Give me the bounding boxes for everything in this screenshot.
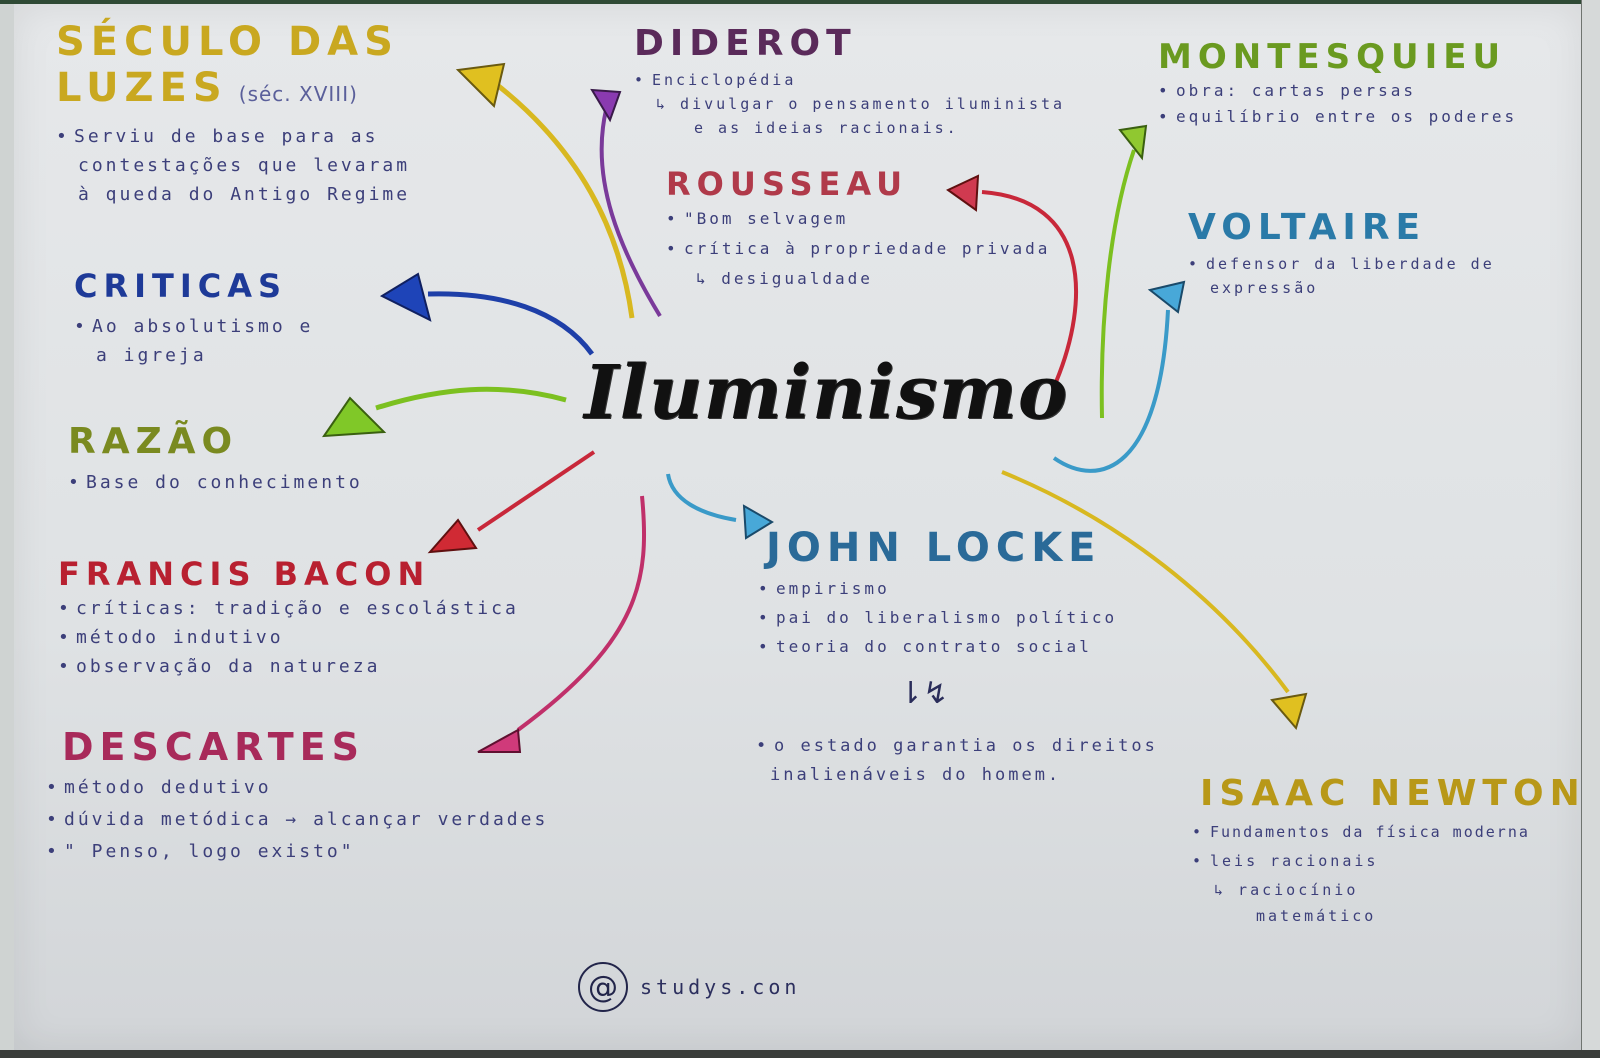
arrow-descartes [477, 495, 647, 753]
list-item: ↳ desigualdade [696, 269, 873, 288]
list-item: •método dedutivo [46, 777, 272, 798]
list-item: •Fundamentos da física moderna [1192, 823, 1530, 841]
list-item: •teoria do contrato social [758, 637, 1092, 656]
list-item: •"Bom selvagem [666, 209, 849, 228]
arrow-voltaire [1052, 280, 1186, 473]
node-razao: RAZÃO •Base do conhecimento [68, 424, 363, 497]
node-title: RAZÃO [68, 421, 239, 462]
node-title: ISAAC NEWTON [1200, 773, 1586, 814]
locke-conclusion: •o estado garantia os direitos inalienáv… [756, 732, 1158, 790]
list-item: •Base do conhecimento [68, 472, 363, 493]
arrow-newton [1001, 470, 1308, 731]
node-isaac-newton: ISAAC NEWTON •Fundamentos da física mode… [1192, 773, 1586, 927]
list-item: •Serviu de base para as [56, 126, 379, 147]
photo-edge-bottom [0, 1050, 1600, 1058]
photo-edge-top [0, 0, 1600, 4]
footer-credit: @ studys.con [578, 962, 800, 1012]
list-item: •leis racionais [1192, 852, 1379, 870]
list-item: ↳ raciocínio [1214, 881, 1359, 899]
node-title: CRITICAS [74, 267, 288, 305]
node-title: SÉCULO DAS [56, 19, 399, 65]
node-francis-bacon: FRANCIS BACON •críticas: tradição e esco… [58, 558, 519, 681]
node-title: FRANCIS BACON [58, 555, 431, 593]
node-descartes: DESCARTES •método dedutivo •dúvida metód… [46, 725, 548, 868]
arrow-criticas [379, 272, 595, 356]
list-item: •" Penso, logo existo" [46, 841, 355, 862]
node-title: VOLTAIRE [1188, 207, 1427, 248]
node-diderot: DIDEROT •Enciclopédia ↳ divulgar o pensa… [634, 26, 1065, 140]
node-title: JOHN LOCKE [766, 525, 1102, 571]
central-topic: Iluminismo [584, 350, 1069, 436]
arrow-montesquieu [1099, 124, 1148, 419]
list-item: •dúvida metódica → alcançar verdades [46, 809, 549, 830]
list-item: contestações que levaram [78, 155, 411, 176]
node-rousseau: ROUSSEAU •"Bom selvagem •crítica à propr… [666, 168, 1050, 294]
node-title: MONTESQUIEU [1158, 37, 1507, 77]
list-item: •equilíbrio entre os poderes [1158, 107, 1518, 126]
list-item: ↳ divulgar o pensamento iluminista [656, 95, 1066, 113]
node-title: DESCARTES [62, 725, 365, 769]
arrow-seculo [455, 62, 635, 319]
at-icon: @ [578, 962, 628, 1012]
list-item: e as ideias racionais. [694, 119, 959, 137]
list-item: •Ao absolutismo e [74, 316, 314, 337]
node-montesquieu: MONTESQUIEU •obra: cartas persas •equilí… [1158, 40, 1517, 130]
list-item: •Enciclopédia [634, 71, 797, 89]
list-item: •método indutivo [58, 627, 284, 648]
node-voltaire: VOLTAIRE •defensor da liberdade de expre… [1188, 210, 1495, 300]
node-subtitle: (séc. XVIII) [238, 82, 358, 106]
node-seculo-das-luzes: SÉCULO DAS LUZES (séc. XVIII) •Serviu de… [56, 22, 410, 209]
author-handle: studys.con [640, 975, 801, 999]
list-item: •críticas: tradição e escolástica [58, 598, 519, 619]
paper-sheet [14, 4, 1582, 1050]
list-item: a igreja [96, 345, 207, 366]
node-title: ROUSSEAU [666, 165, 909, 203]
list-item: •obra: cartas persas [1158, 81, 1417, 100]
arrow-locke [666, 473, 774, 540]
list-item: •o estado garantia os direitos [756, 736, 1158, 756]
list-item: •defensor da liberdade de [1188, 255, 1495, 273]
arrow-bacon [427, 450, 596, 554]
list-item: •empirismo [758, 579, 890, 598]
list-item: •observação da natureza [58, 656, 381, 677]
arrow-razao [322, 386, 567, 438]
list-item: à queda do Antigo Regime [78, 184, 411, 205]
photo-edge-right [1581, 0, 1600, 1058]
node-criticas: CRITICAS •Ao absolutismo e a igreja [74, 270, 313, 370]
node-title: DIDEROT [634, 23, 857, 64]
list-item: inalienáveis do homem. [770, 765, 1062, 785]
list-item: •pai do liberalismo político [758, 608, 1118, 627]
arrow-diderot [590, 88, 662, 318]
node-title-line2: LUZES [56, 65, 228, 111]
arrow-rousseau [946, 174, 1078, 383]
double-arrow-icon: ⇂↯ [898, 676, 949, 711]
list-item: matemático [1256, 907, 1377, 925]
list-item: •crítica à propriedade privada [666, 239, 1051, 258]
node-john-locke: JOHN LOCKE •empirismo •pai do liberalism… [758, 525, 1117, 661]
list-item: expressão [1210, 279, 1319, 297]
